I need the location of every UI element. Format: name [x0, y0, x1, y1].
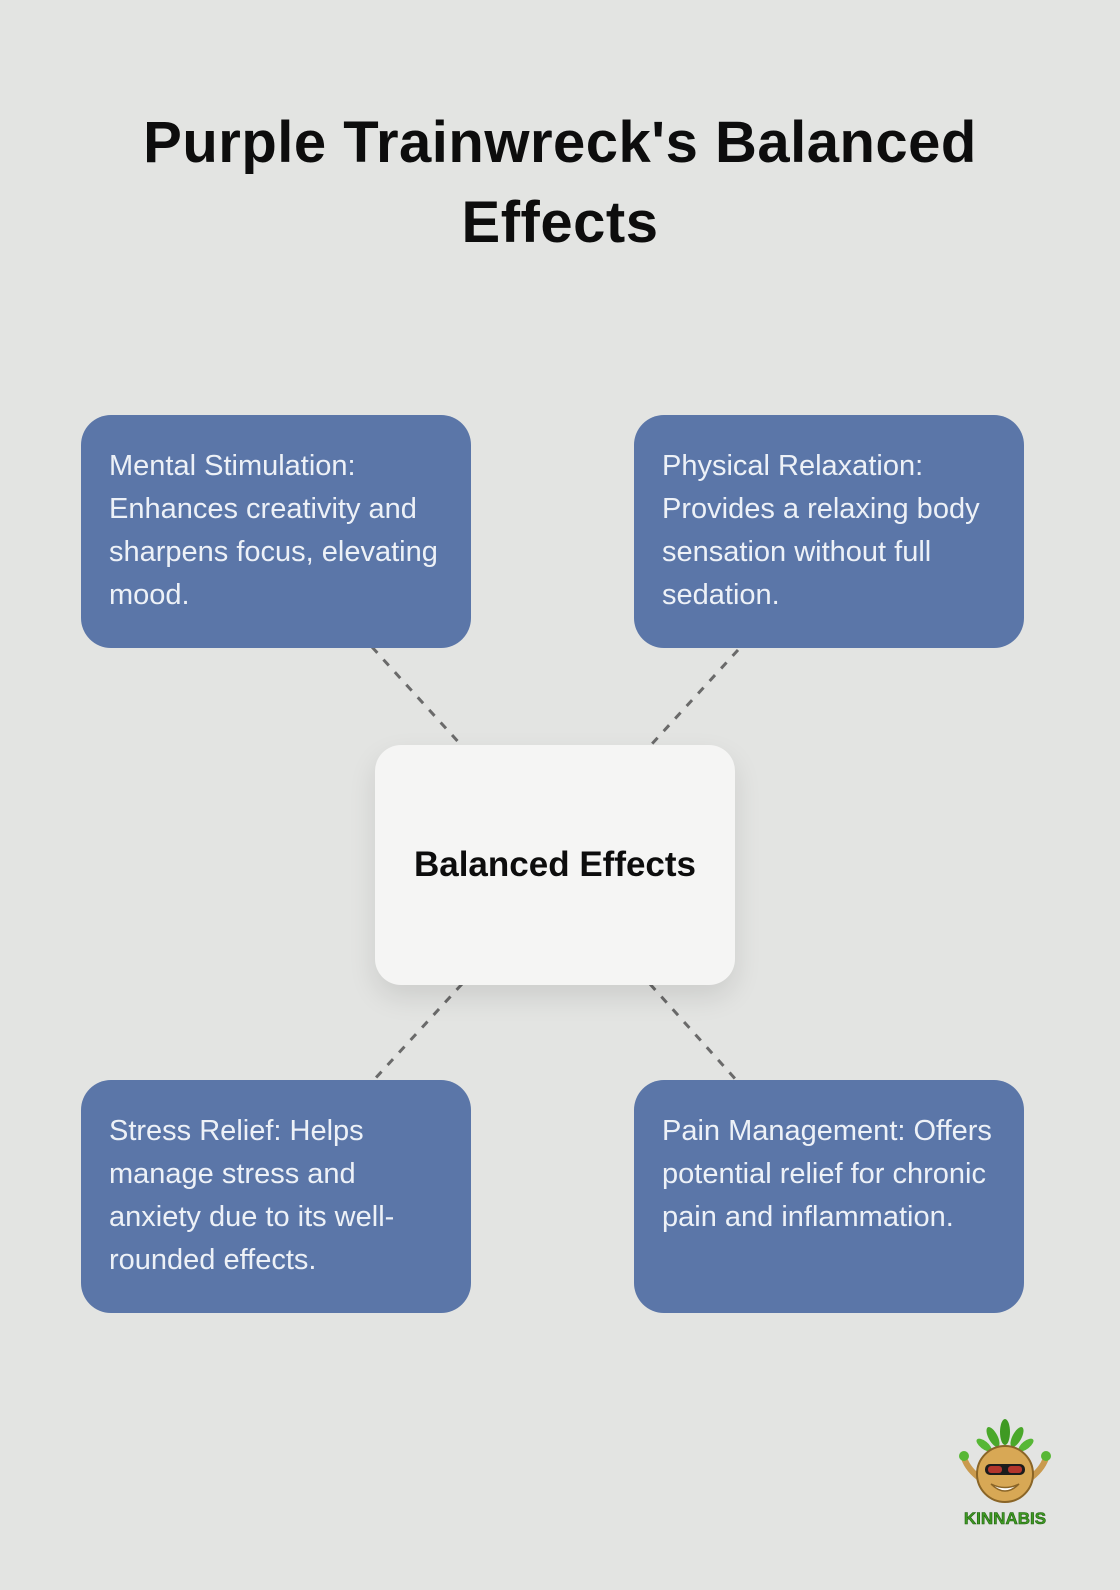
connector-top-left — [370, 645, 464, 748]
center-node-label: Balanced Effects — [413, 845, 697, 884]
node-stress-relief: Stress Relief: Helps manage stress and a… — [81, 1080, 471, 1313]
node-mental-stimulation: Mental Stimulation: Enhances creativity … — [81, 415, 471, 648]
brand-name: KINNABIS — [964, 1509, 1046, 1528]
connector-bottom-right — [648, 982, 740, 1084]
brand-logo: KINNABIS — [952, 1418, 1058, 1538]
node-physical-relaxation: Physical Relaxation: Provides a relaxing… — [634, 415, 1024, 648]
connector-top-right — [648, 648, 740, 748]
center-node: Balanced Effects — [375, 745, 735, 985]
node-pain-management-text: Pain Management: Offers potential relief… — [662, 1115, 992, 1233]
node-pain-management: Pain Management: Offers potential relief… — [634, 1080, 1024, 1313]
node-physical-relaxation-text: Physical Relaxation: Provides a relaxing… — [662, 450, 980, 611]
node-stress-relief-text: Stress Relief: Helps manage stress and a… — [109, 1115, 395, 1276]
node-mental-stimulation-text: Mental Stimulation: Enhances creativity … — [109, 450, 438, 611]
page-title: Purple Trainwreck's Balanced Effects — [143, 110, 977, 256]
connector-bottom-left — [370, 982, 464, 1084]
brand-mascot-icon: KINNABIS — [959, 1419, 1051, 1528]
